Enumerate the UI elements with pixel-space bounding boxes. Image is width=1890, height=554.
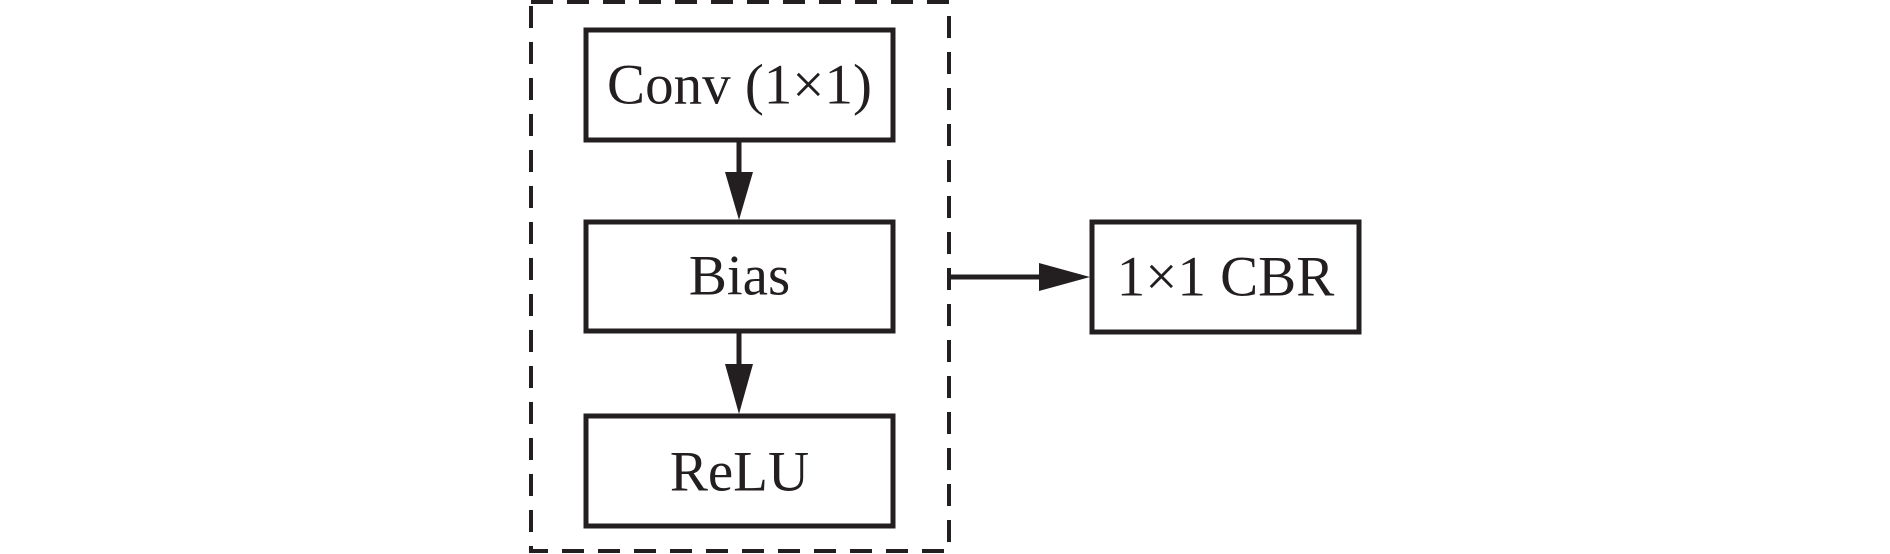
edge-conv-to-bias-arrowhead xyxy=(725,172,753,220)
bias-node: Bias xyxy=(583,219,896,334)
conv-node-box xyxy=(583,27,896,143)
output-node-label: 1×1 CBR xyxy=(1117,246,1334,309)
relu-node-label: ReLU xyxy=(670,441,809,504)
edge-conv-to-bias xyxy=(725,140,753,220)
conv-node-label: Conv (1×1) xyxy=(607,54,872,117)
bias-node-label: Bias xyxy=(689,245,790,308)
output-node-box xyxy=(1089,219,1362,335)
edge-group-to-output-arrowhead xyxy=(1039,263,1090,291)
conv-node: Conv (1×1) xyxy=(583,27,896,143)
edge-bias-to-relu xyxy=(725,331,753,414)
relu-node-box xyxy=(583,413,896,529)
edge-bias-to-relu-arrowhead xyxy=(725,364,753,414)
edge-group-to-output xyxy=(949,263,1090,291)
relu-node: ReLU xyxy=(583,413,896,529)
output-node: 1×1 CBR xyxy=(1089,219,1362,335)
